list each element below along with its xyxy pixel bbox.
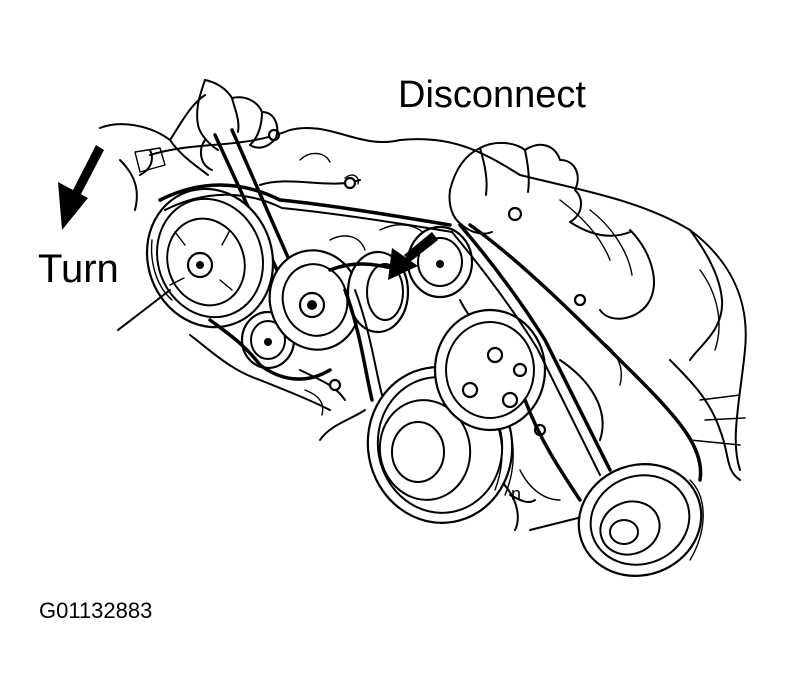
- right-hand: [448, 142, 631, 237]
- arrow-down-left-icon: [388, 232, 438, 280]
- leader-line: [509, 494, 536, 504]
- figure-code: G01132883: [39, 598, 153, 623]
- crank-pulley: [145, 187, 275, 329]
- upper-idler-pulley: [406, 225, 474, 299]
- disconnect-label: Disconnect: [398, 74, 586, 116]
- water-pump-pulley: [577, 463, 704, 577]
- turn-label: Turn: [38, 247, 119, 291]
- engine-block-outline: [119, 126, 747, 531]
- power-steering-pulley: [433, 308, 547, 432]
- left-hand: [99, 79, 279, 176]
- arrow-down-left-icon: [58, 145, 104, 230]
- belt-mark: n: [511, 484, 521, 504]
- leader-line: [117, 289, 171, 331]
